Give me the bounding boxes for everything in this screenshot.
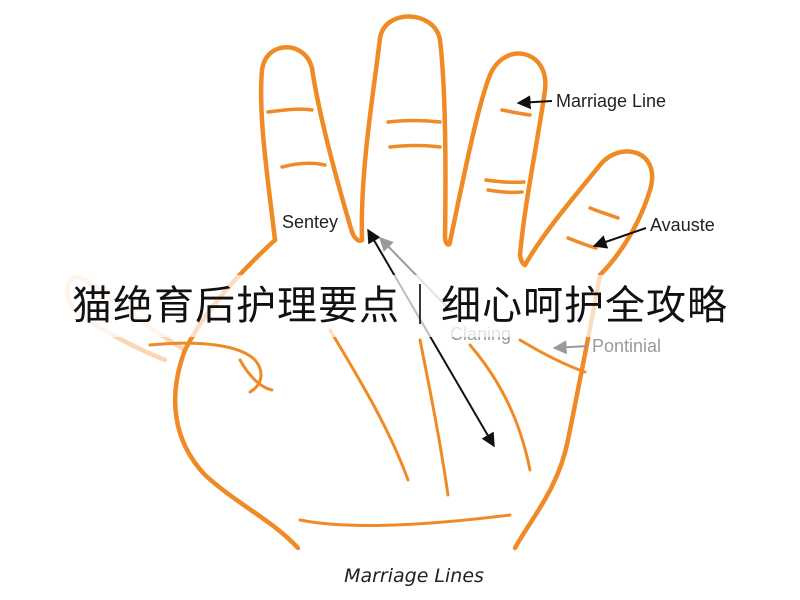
sentey-double-arrow xyxy=(367,228,495,448)
overlay-title: 猫绝育后护理要点｜细心呵护全攻略 xyxy=(0,275,800,337)
label-marriage-line: Marriage Line xyxy=(556,91,666,111)
label-avauste: Avauste xyxy=(650,215,715,235)
pontinial-arrow xyxy=(552,340,589,355)
diagram-caption: Marriage Lines xyxy=(344,565,484,587)
avauste-arrow xyxy=(592,227,647,249)
label-pontinial: Pontinial xyxy=(592,336,661,356)
label-sentey: Sentey xyxy=(282,212,338,232)
marriage-line-arrow xyxy=(516,95,553,110)
palm-lines xyxy=(148,328,587,497)
finger-creases xyxy=(266,107,620,250)
